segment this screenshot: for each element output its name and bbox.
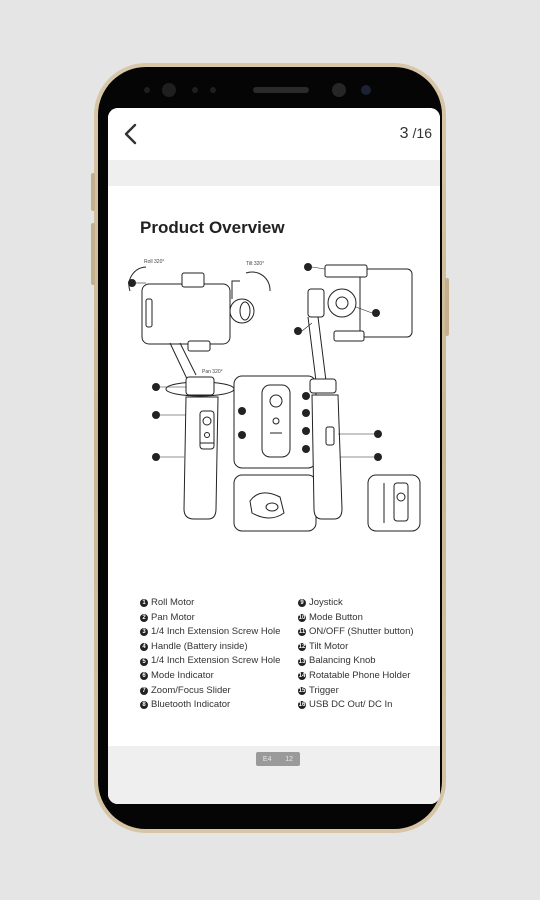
current-page-number: 3 bbox=[399, 125, 409, 142]
tilt-rotation-label: Tilt 320° bbox=[246, 261, 264, 267]
bixby-button bbox=[91, 223, 95, 285]
gimbal-diagram: Roll 320° Tilt 320° Pan 320° bbox=[128, 259, 421, 532]
pan-rotation-label: Pan 320° bbox=[202, 369, 223, 375]
legend-label: Mode Indicator bbox=[151, 669, 214, 681]
sensor-dot bbox=[144, 87, 150, 93]
legend-number: 6 bbox=[140, 672, 148, 681]
phone-bezel: 3/16 Product Overview bbox=[98, 67, 442, 829]
front-camera bbox=[332, 83, 346, 97]
sensor-dot bbox=[192, 87, 198, 93]
screen-bottom-area bbox=[108, 768, 440, 804]
callout-2 bbox=[152, 383, 160, 391]
legend-label: 1/4 Inch Extension Screw Hole bbox=[151, 626, 281, 638]
sensor-dot bbox=[162, 83, 176, 97]
viewer-toolbar: 3/16 bbox=[108, 108, 440, 160]
legend-label: 1/4 Inch Extension Screw Hole bbox=[151, 655, 281, 667]
legend-number: 12 bbox=[298, 643, 306, 652]
legend-label: Roll Motor bbox=[151, 597, 195, 608]
chip-left-text: E4 bbox=[262, 755, 272, 763]
legend-number: 16 bbox=[298, 701, 306, 710]
legend-number: 10 bbox=[298, 613, 306, 622]
legend-number: 5 bbox=[140, 657, 148, 666]
document-page[interactable]: Product Overview bbox=[108, 186, 440, 746]
page-title: Product Overview bbox=[140, 218, 285, 237]
page-indicator: 3/16 bbox=[400, 125, 432, 143]
power-button bbox=[445, 278, 449, 336]
legend-label: Mode Button bbox=[309, 611, 363, 623]
chip-right-text: 12 bbox=[285, 755, 294, 763]
legend-label: Tilt Motor bbox=[309, 640, 349, 652]
callout-1 bbox=[128, 279, 136, 287]
legend-label: Bluetooth Indicator bbox=[151, 699, 231, 711]
page-number-chip: E4 12 bbox=[256, 752, 300, 766]
legend-label: Pan Motor bbox=[151, 611, 195, 623]
phone-frame: 3/16 Product Overview bbox=[91, 63, 449, 833]
legend-label: USB DC Out/ DC In bbox=[309, 699, 393, 711]
legend-label: Trigger bbox=[309, 684, 339, 696]
legend-number: 14 bbox=[298, 672, 306, 681]
chevron-left-icon bbox=[124, 123, 137, 145]
callout-3 bbox=[152, 411, 160, 419]
app-screen: 3/16 Product Overview bbox=[108, 108, 440, 804]
iris-sensor bbox=[361, 85, 371, 95]
legend-label: Rotatable Phone Holder bbox=[309, 669, 411, 681]
legend-number: 11 bbox=[298, 628, 306, 637]
legend-number: 13 bbox=[298, 657, 306, 666]
earpiece-speaker bbox=[253, 87, 309, 93]
legend-number: 2 bbox=[140, 613, 148, 622]
sensor-dot bbox=[210, 87, 216, 93]
legend-number: 3 bbox=[140, 628, 148, 637]
page-gap bbox=[108, 160, 440, 186]
legend-number: 4 bbox=[140, 643, 148, 652]
legend-label: Balancing Knob bbox=[309, 655, 376, 667]
legend-label: Handle (Battery inside) bbox=[151, 640, 248, 652]
legend-number: 15 bbox=[298, 686, 306, 695]
roll-rotation-label: Roll 320° bbox=[144, 259, 164, 265]
back-button[interactable] bbox=[120, 121, 144, 147]
legend-label: Joystick bbox=[309, 597, 343, 608]
legend-number: 8 bbox=[140, 701, 148, 710]
volume-button bbox=[91, 173, 95, 211]
callout-4 bbox=[152, 453, 160, 461]
legend-number: 1 bbox=[140, 599, 148, 608]
legend-label: ON/OFF (Shutter button) bbox=[309, 626, 414, 638]
legend-number: 9 bbox=[298, 599, 306, 608]
legend-number: 7 bbox=[140, 686, 148, 695]
total-pages: /16 bbox=[412, 125, 432, 141]
legend-label: Zoom/Focus Slider bbox=[151, 684, 231, 696]
